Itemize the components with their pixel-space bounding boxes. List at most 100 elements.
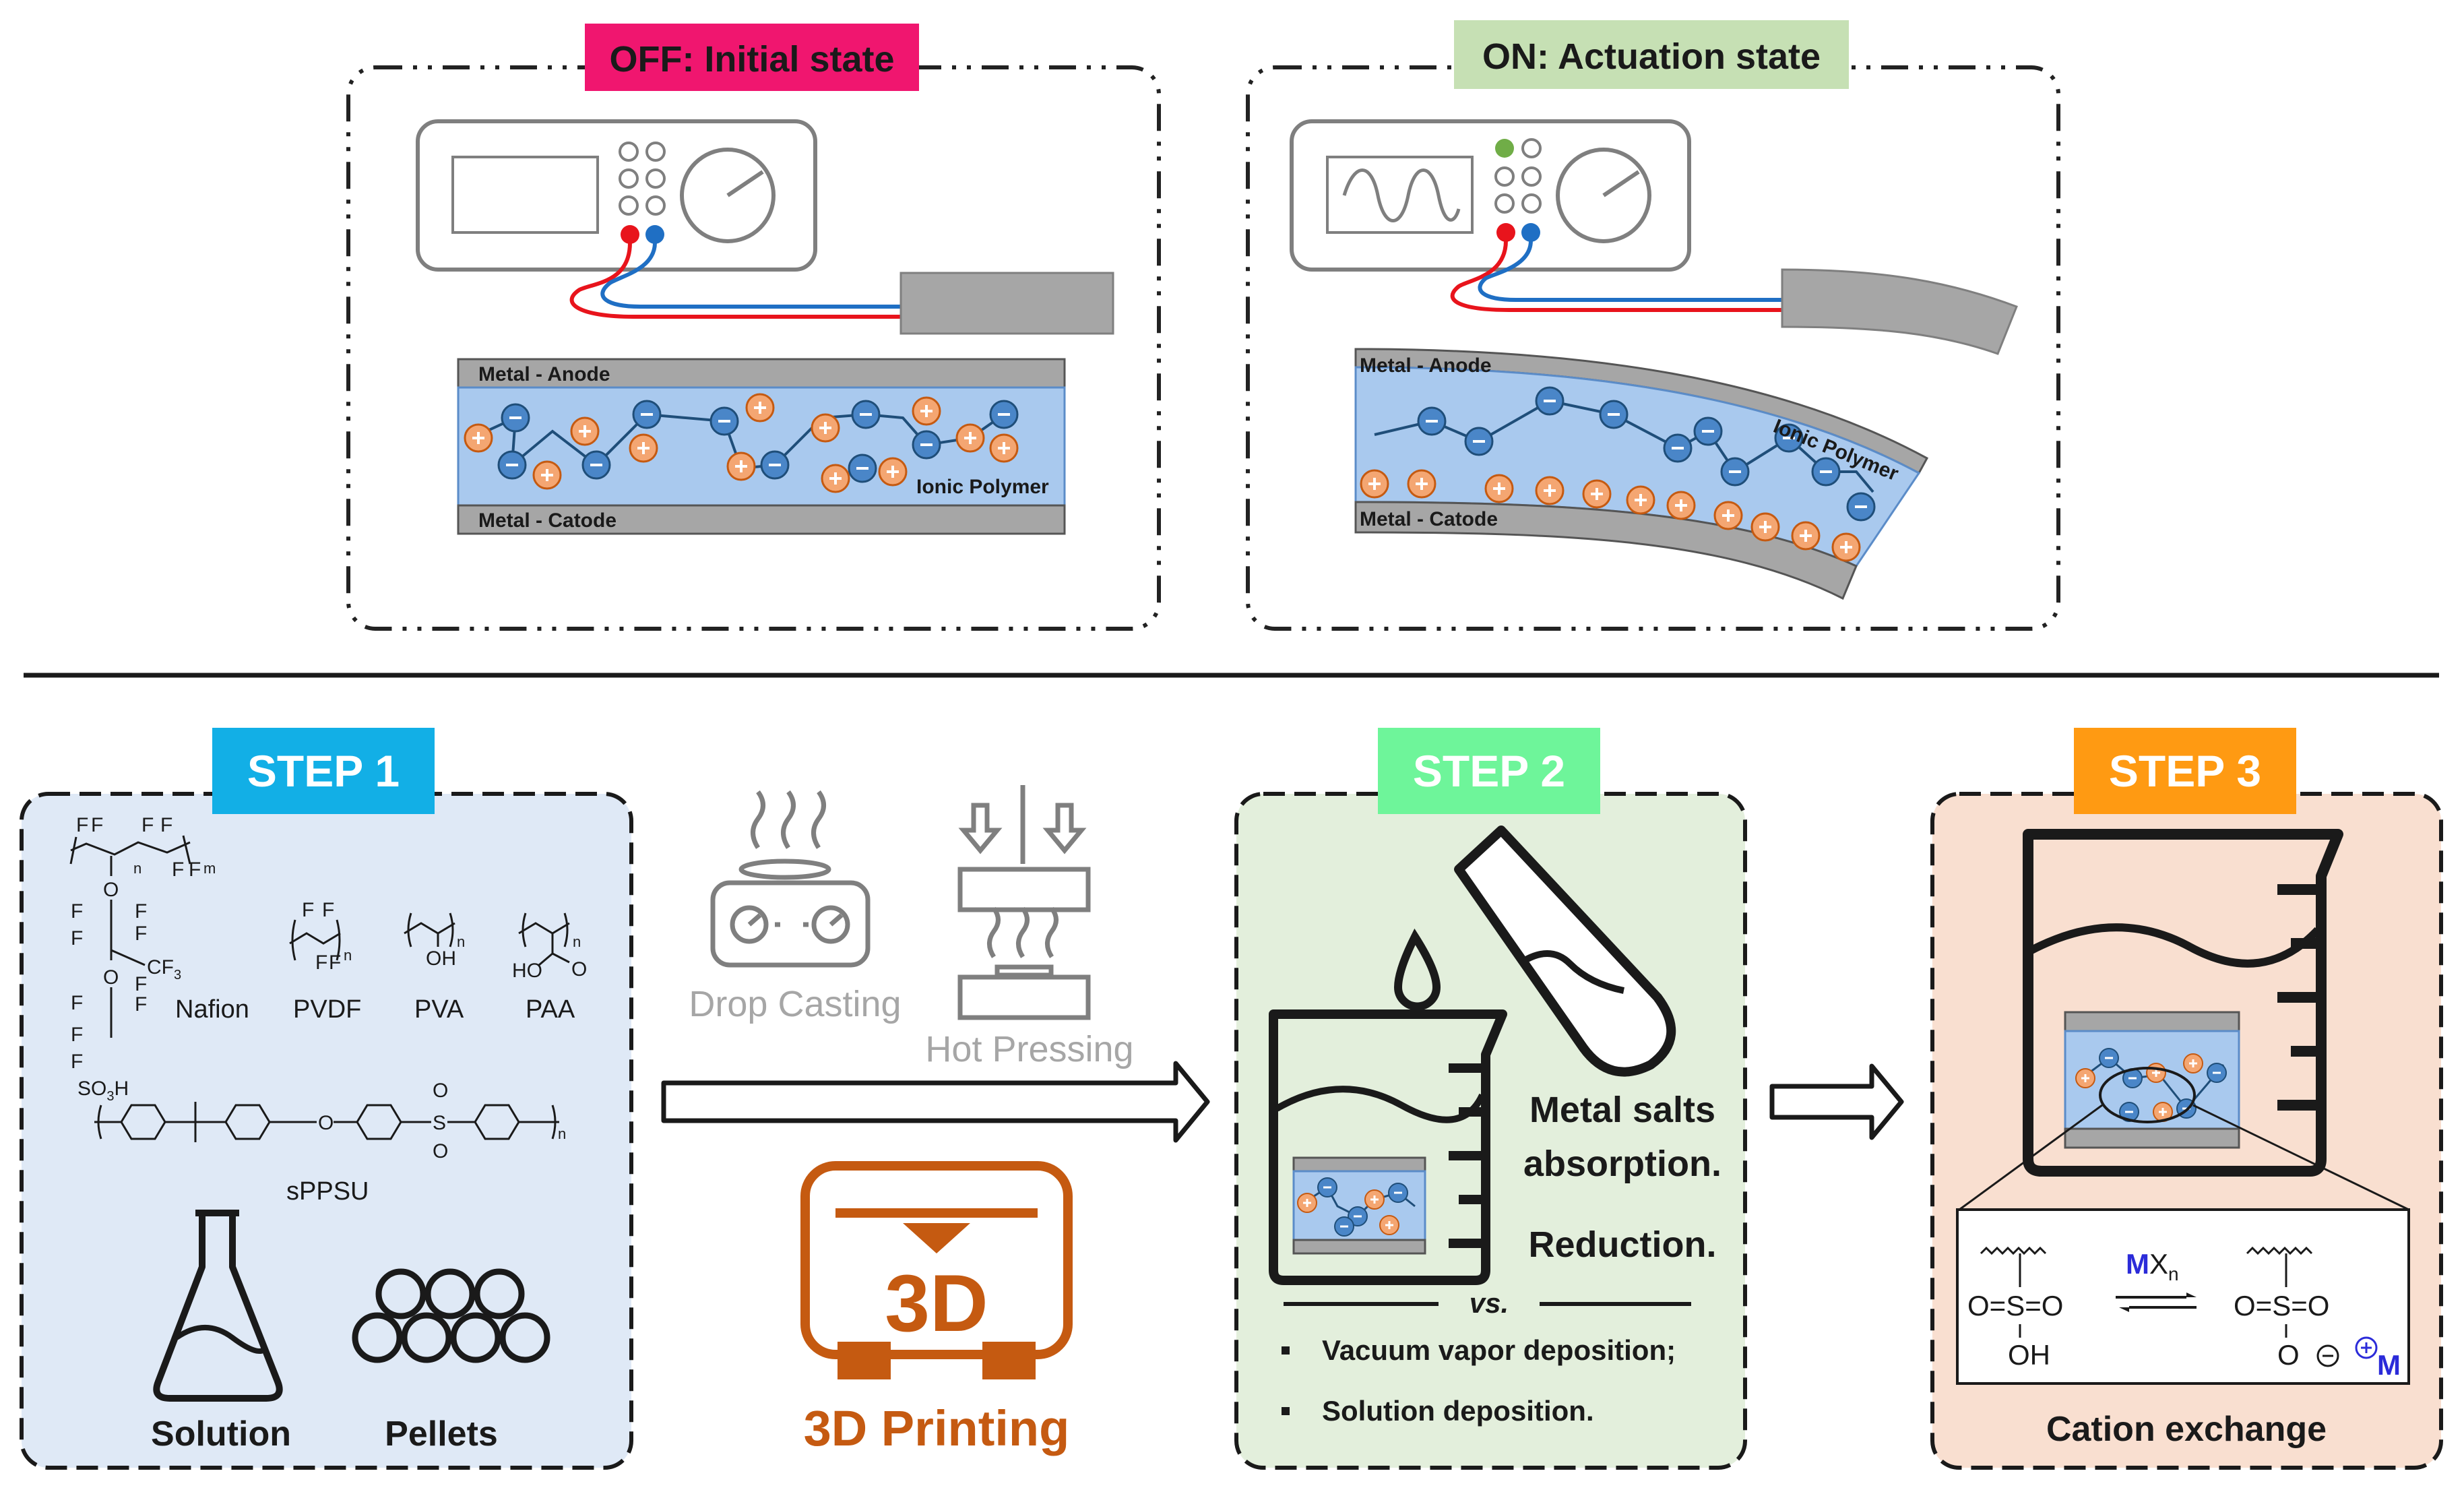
svg-text:F: F	[71, 992, 83, 1014]
svg-text:F: F	[302, 899, 314, 921]
zoom-ellipse	[2099, 1067, 2196, 1123]
blue-wire	[600, 242, 903, 309]
off-cathode-label: Metal - Catode	[478, 509, 617, 532]
svg-text:CF3: CF3	[147, 956, 181, 983]
beaker-icon-step2	[1269, 1009, 1507, 1285]
reagent-formula: MXn	[2126, 1248, 2179, 1284]
function-generator-off	[416, 119, 817, 272]
step1-badge	[212, 728, 435, 814]
svg-text:F: F	[172, 859, 184, 881]
drop-icon	[1393, 928, 1441, 1011]
step3-section: STEP 3	[1930, 728, 2443, 1470]
test-tube-icon	[1454, 826, 1676, 1077]
svg-text:F: F	[322, 899, 334, 921]
off-anode-label: Metal - Anode	[478, 363, 610, 385]
left-sulfonyl-group: O=S=O	[1967, 1290, 2063, 1321]
arrow-step1-to-step2	[661, 1061, 1210, 1143]
red-wire	[1450, 240, 1786, 312]
svg-text:O: O	[571, 958, 587, 981]
on-state-badge	[1454, 20, 1849, 89]
svg-text:O: O	[433, 1140, 448, 1162]
paa-label: PAA	[526, 995, 575, 1024]
svg-text:F: F	[135, 923, 147, 945]
svg-text:F: F	[135, 993, 147, 1016]
metal-salts-line2: absorption.	[1523, 1144, 1721, 1184]
svg-text:F: F	[76, 814, 88, 836]
metal-salts-line1: Metal salts	[1529, 1090, 1715, 1130]
red-wire	[569, 242, 903, 319]
power-indicator-on	[1495, 139, 1514, 158]
svg-text:F: F	[71, 927, 83, 950]
3d-printer-icon	[800, 1161, 1073, 1379]
drop-casting-label: Drop Casting	[689, 984, 901, 1024]
step3-membrane-sample	[2064, 1011, 2240, 1149]
bullet-marker	[1282, 1346, 1290, 1355]
pellets-label: Pellets	[385, 1414, 498, 1454]
svg-text:n: n	[573, 933, 581, 950]
blue-terminal	[645, 225, 664, 244]
step2-badge	[1378, 728, 1600, 814]
on-anode-label: Metal - Anode	[1360, 354, 1492, 377]
off-membrane-stack: Metal - Anode Metal - Catode	[457, 358, 1066, 535]
off-state-badge	[585, 24, 919, 91]
beaker-icon-step3	[2023, 829, 2343, 1177]
erlenmeyer-flask-icon	[153, 1210, 283, 1402]
svg-text:SO3H: SO3H	[77, 1078, 129, 1104]
cation-exchange-label: Cation exchange	[2046, 1410, 2327, 1449]
generator-screen-blank	[451, 156, 599, 234]
solution-label: Solution	[151, 1414, 291, 1454]
function-generator-on	[1290, 119, 1691, 272]
sppsu-structure: O S O O n	[94, 1080, 566, 1162]
nafion-structure: F F F F F F n m O F F F F CF3 O F F F F …	[69, 814, 216, 1104]
bullet-marker	[1282, 1407, 1290, 1415]
svg-text:m: m	[203, 860, 216, 877]
hot-press-icon	[957, 785, 1091, 1020]
right-sulfonyl-group: O=S=O	[2234, 1290, 2329, 1321]
cation-exchange-reaction: O=S=O OH MXn O=S=O O M	[1967, 1246, 2401, 1381]
3d-printing-label: 3D Printing	[804, 1400, 1070, 1456]
on-state-badge-label: ON: Actuation state	[1482, 36, 1821, 77]
printer-3d-glyph: 3D	[885, 1258, 988, 1348]
svg-text:O: O	[103, 879, 119, 901]
svg-text:F: F	[160, 814, 172, 836]
hot-plate-icon	[710, 790, 871, 968]
nafion-label: Nafion	[175, 995, 249, 1024]
step1-section: STEP 1 F F F F F F n m O F F F F CF3 O F…	[20, 728, 633, 1470]
sppsu-label: sPPSU	[286, 1177, 369, 1206]
blue-terminal	[1521, 223, 1540, 242]
svg-text:OH: OH	[426, 947, 456, 970]
bullet-vacuum-vapor: Vacuum vapor deposition;	[1322, 1334, 1676, 1366]
svg-text:F: F	[91, 814, 103, 836]
bent-actuator	[1781, 268, 2018, 355]
paa-structure: HO O n	[512, 912, 587, 982]
zoom-line-right	[2192, 1104, 2409, 1211]
zoom-line-left	[1959, 1104, 2103, 1211]
svg-text:n: n	[457, 933, 465, 950]
svg-text:S: S	[433, 1112, 446, 1134]
svg-text:F: F	[141, 814, 154, 836]
hot-pressing-label: Hot Pressing	[925, 1029, 1133, 1069]
svg-text:F: F	[329, 952, 341, 974]
positive-charge-icon	[2355, 1336, 2378, 1359]
left-hydroxyl: OH	[2008, 1339, 2050, 1371]
vs-label: vs.	[1470, 1287, 1509, 1319]
negative-charge-icon	[2316, 1344, 2339, 1367]
step2-badge-label: STEP 2	[1413, 746, 1565, 796]
off-state-section: OFF: Initial state Metal - Anode Metal -…	[346, 24, 1161, 631]
svg-text:n: n	[558, 1125, 566, 1142]
step3-badge	[2074, 728, 2296, 814]
pva-label: PVA	[414, 995, 464, 1024]
svg-text:n: n	[344, 947, 352, 964]
svg-text:O: O	[318, 1112, 334, 1134]
bullet-solution-deposition: Solution deposition.	[1322, 1395, 1594, 1427]
svg-text:F: F	[71, 1024, 83, 1046]
pvdf-label: PVDF	[293, 995, 361, 1024]
step3-badge-label: STEP 3	[2109, 746, 2261, 796]
svg-text:F: F	[315, 952, 327, 974]
sine-wave-icon	[1342, 168, 1461, 222]
reduction-label: Reduction.	[1529, 1224, 1717, 1265]
svg-text:HO: HO	[512, 960, 542, 982]
pvdf-structure: F F F F n	[289, 899, 352, 974]
printer-nozzle-icon	[903, 1223, 970, 1253]
